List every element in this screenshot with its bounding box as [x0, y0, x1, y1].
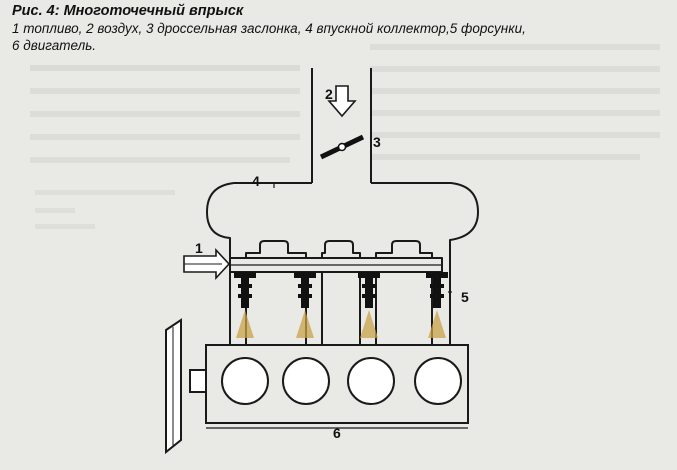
figure-title: Рис. 4: Многоточечный впрыск	[12, 3, 244, 19]
cylinder	[282, 357, 330, 405]
injector	[294, 272, 316, 338]
air-inlet-arrow	[327, 85, 357, 118]
label-injectors: 5	[461, 289, 469, 305]
injector	[234, 272, 256, 338]
bleed-through-background	[30, 44, 660, 229]
cylinder	[414, 357, 462, 405]
fuel-inlet-arrow	[183, 247, 231, 281]
cylinder	[347, 357, 395, 405]
throttle-valve	[319, 134, 365, 160]
figure-caption-line: 6 двигатель.	[12, 38, 97, 53]
figure-caption-line: 1 топливо, 2 воздух, 3 дроссельная засло…	[12, 21, 526, 36]
label-air: 2	[325, 86, 333, 102]
flywheel	[165, 318, 207, 455]
label-fuel: 1	[195, 240, 203, 256]
injector	[426, 272, 448, 338]
fuel-rail	[229, 257, 443, 273]
label-throttle: 3	[373, 134, 381, 150]
injector	[358, 272, 380, 338]
cylinder	[221, 357, 269, 405]
label-manifold: 4	[252, 173, 260, 189]
label-engine: 6	[333, 425, 341, 441]
air-intake-pipe	[311, 68, 372, 183]
